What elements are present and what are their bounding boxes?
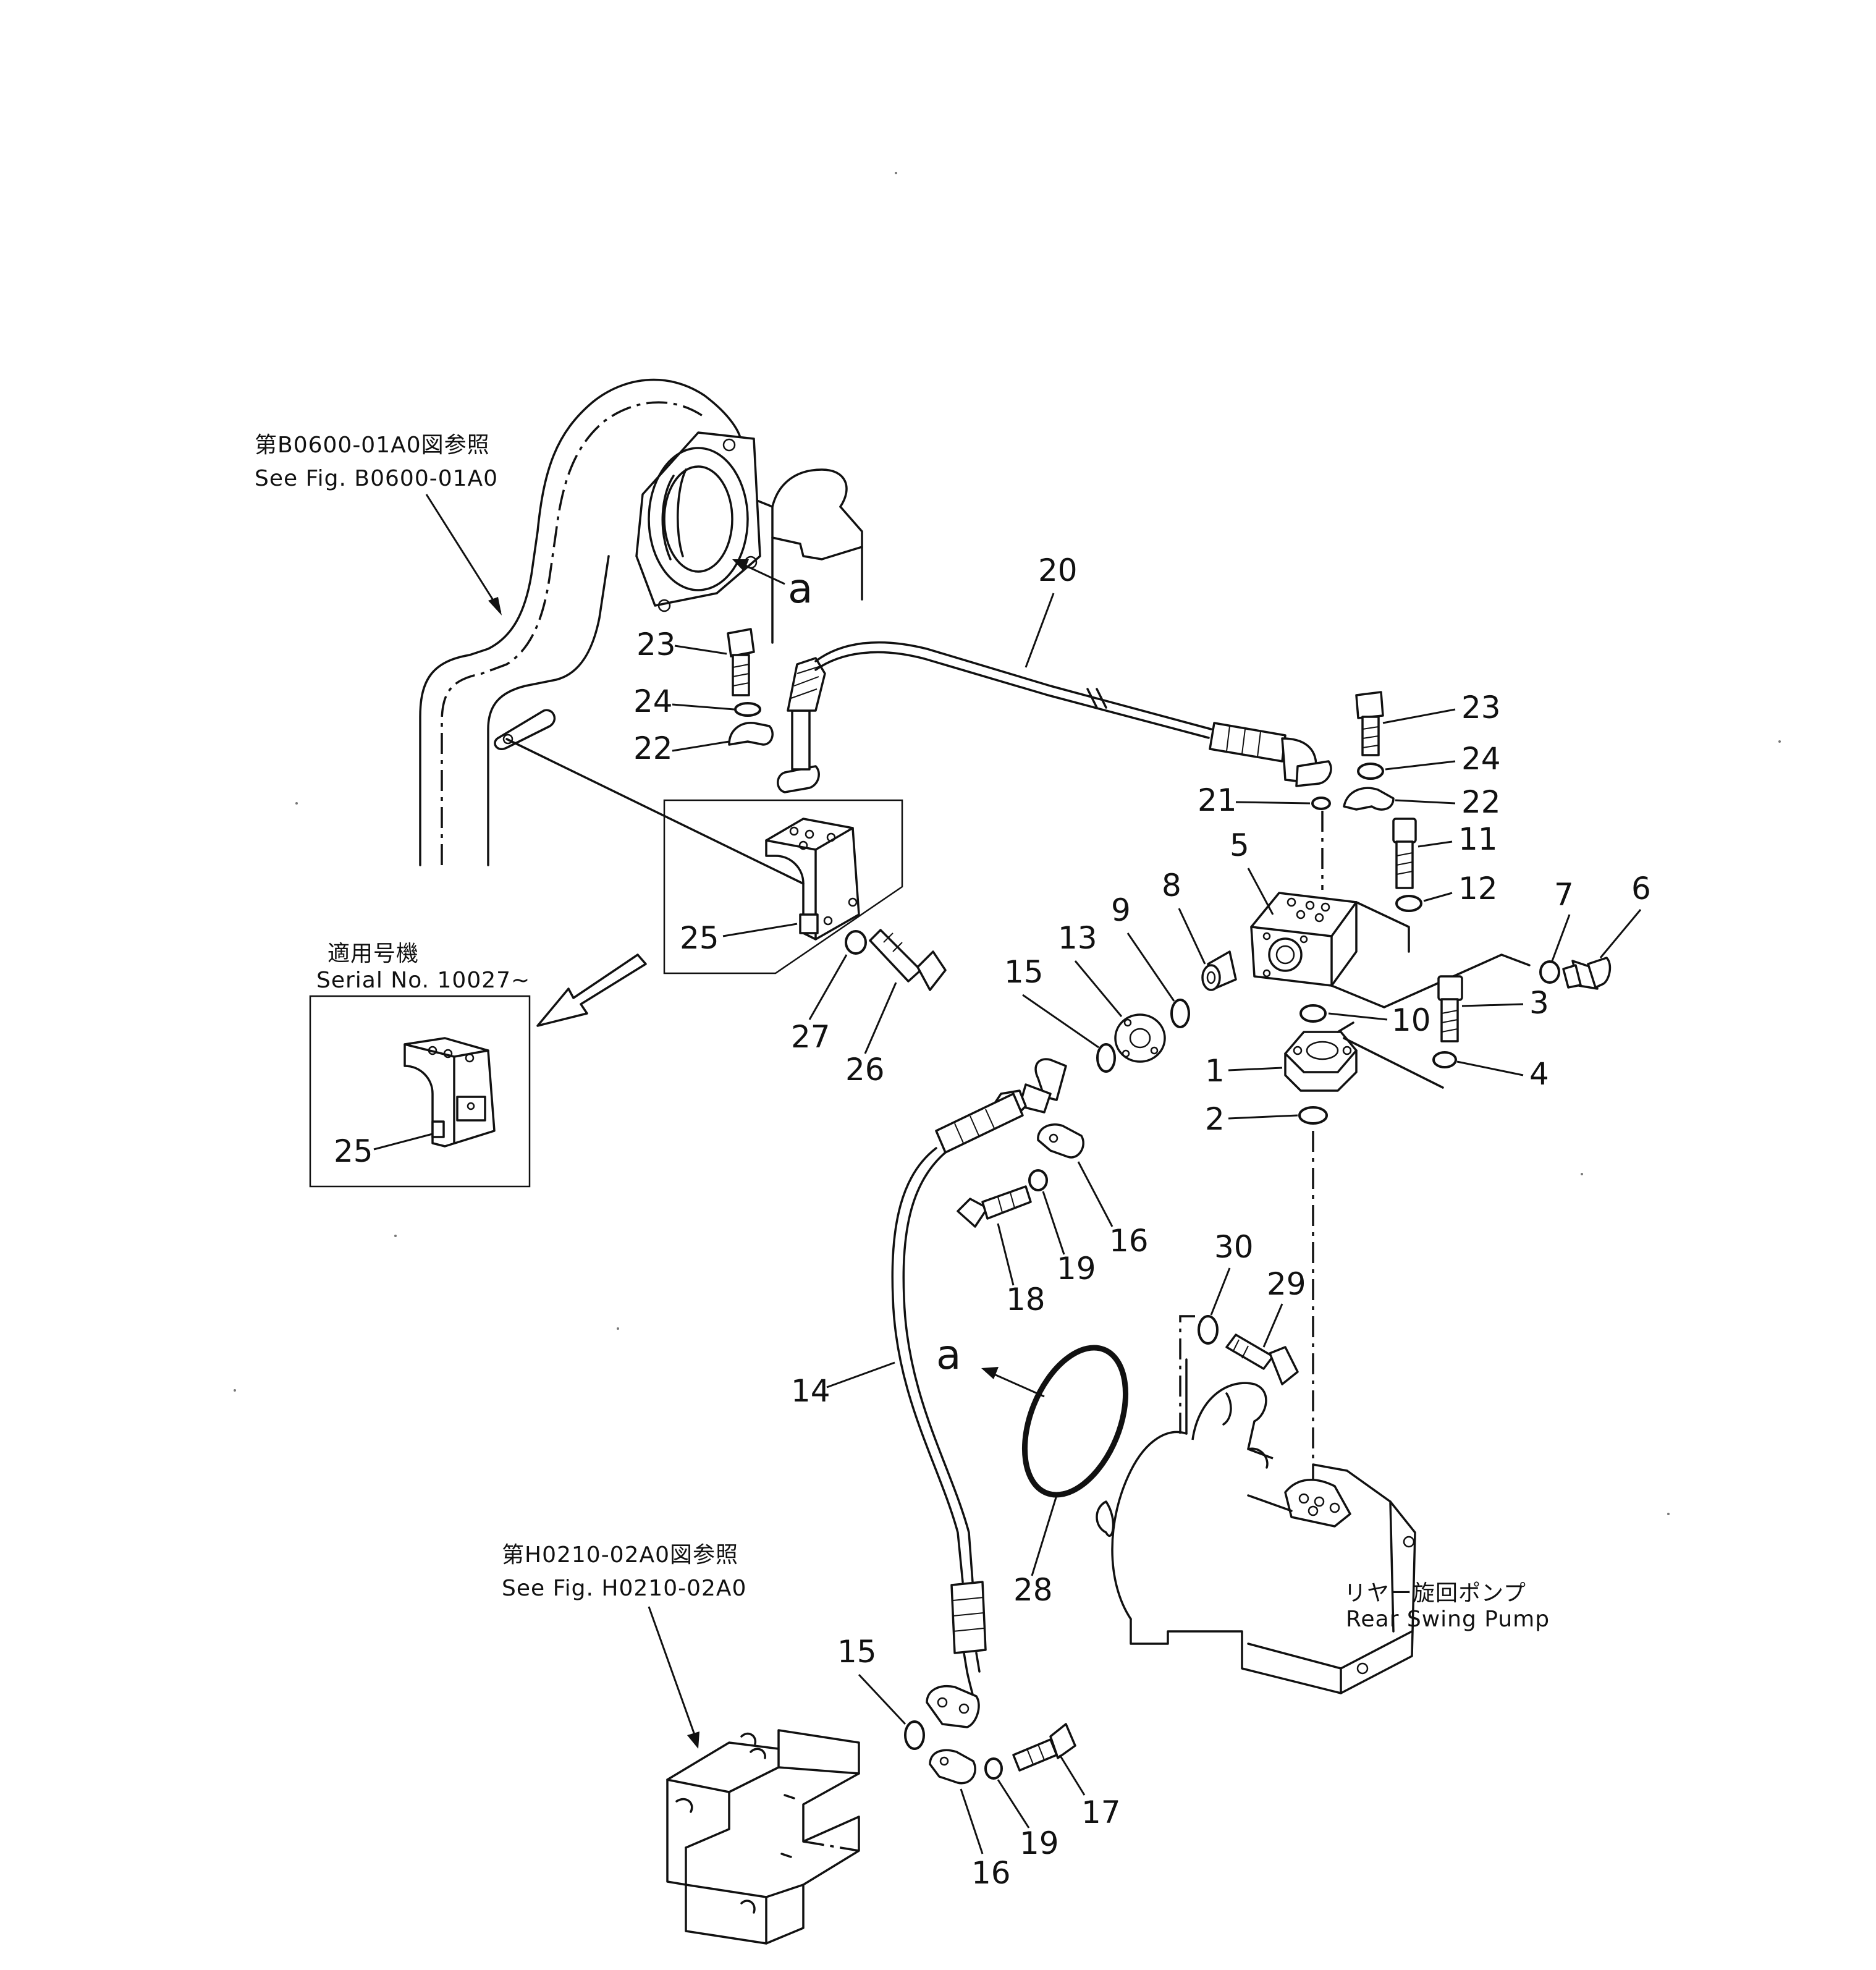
- label-9: 9: [1111, 892, 1131, 928]
- label-19-lower: 19: [1020, 1825, 1059, 1861]
- label-22-right: 22: [1461, 784, 1501, 820]
- hose-14: [891, 1058, 1067, 1728]
- oring-2: [1298, 1106, 1328, 1125]
- washer-24-left: [734, 702, 761, 717]
- pump-label-en: Rear Swing Pump: [1346, 1607, 1550, 1632]
- engine-housing: [419, 378, 863, 866]
- clamp-16-lower: [929, 1749, 976, 1785]
- label-16-upper: 16: [1109, 1223, 1149, 1259]
- ref-bottom-en: See Fig. H0210-02A0: [502, 1576, 746, 1601]
- label-22-left: 22: [633, 730, 673, 766]
- ref-bottom-arrow: [687, 1731, 699, 1749]
- washer-19-lower: [984, 1757, 1003, 1780]
- label-24-right: 24: [1461, 741, 1501, 777]
- connector-8: [1201, 950, 1237, 991]
- flange-1: [1284, 1021, 1444, 1092]
- bracket-inset: [404, 1037, 496, 1148]
- valve-block: [666, 1729, 860, 1945]
- label-1: 1: [1205, 1053, 1225, 1089]
- oring-10: [1299, 1004, 1327, 1023]
- flange-13: [1114, 1013, 1166, 1063]
- ref-top-jp: 第B0600-01A0図参照: [255, 433, 490, 458]
- bolt-23-left: [727, 628, 755, 696]
- washer-27: [845, 930, 867, 955]
- oring-15-upper: [1096, 1043, 1116, 1073]
- serial-en: Serial No. 10027~: [316, 968, 530, 993]
- label-25-inset: 25: [334, 1133, 373, 1169]
- bolt-23-right: [1355, 691, 1384, 756]
- label-19-upper: 19: [1057, 1251, 1096, 1287]
- label-24-left: 24: [633, 683, 673, 719]
- clamp-22-right: [1343, 787, 1395, 811]
- label-26: 26: [845, 1052, 885, 1088]
- label-8: 8: [1162, 868, 1181, 903]
- bolt-26: [869, 929, 947, 991]
- bracket-box-main: [505, 738, 903, 974]
- label-13: 13: [1058, 920, 1097, 956]
- oring-7: [1539, 960, 1560, 984]
- label-14: 14: [791, 1373, 830, 1409]
- label-4: 4: [1529, 1056, 1549, 1092]
- bolt-11: [1392, 818, 1417, 889]
- bolt-3: [1437, 975, 1463, 1042]
- rear-swing-pump: [1096, 1315, 1416, 1694]
- label-29: 29: [1267, 1266, 1306, 1302]
- ref-top-arrow: [488, 597, 502, 615]
- ref-bottom-leader: [648, 1606, 696, 1737]
- label-23-right: 23: [1461, 690, 1501, 725]
- label-2: 2: [1205, 1101, 1225, 1137]
- clamp-16-upper: [1037, 1123, 1084, 1159]
- label-11: 11: [1458, 821, 1498, 857]
- oring-21: [1311, 797, 1331, 810]
- oring-28: [1021, 1345, 1129, 1498]
- washer-4: [1432, 1051, 1457, 1068]
- serial-jp: 適用号機: [327, 941, 419, 966]
- label-5: 5: [1230, 827, 1249, 863]
- mark-a-upper-arrow: [732, 559, 749, 572]
- label-27: 27: [791, 1019, 830, 1055]
- bolt-17: [1012, 1723, 1076, 1772]
- label-21: 21: [1198, 782, 1237, 818]
- label-7: 7: [1554, 877, 1574, 913]
- block-5: [1250, 892, 1531, 1008]
- scan-specks: [234, 172, 1781, 1515]
- washer-24-right: [1357, 763, 1384, 780]
- oring-9: [1170, 999, 1190, 1028]
- mark-a-upper: a: [788, 565, 813, 612]
- bolt-18: [957, 1185, 1032, 1228]
- clamp-22-left: [728, 722, 774, 746]
- label-6: 6: [1631, 871, 1651, 907]
- bolt-29: [1225, 1334, 1299, 1385]
- label-16-lower: 16: [971, 1855, 1011, 1891]
- mark-a-lower: a: [936, 1331, 961, 1379]
- oring-15-lower: [904, 1720, 925, 1750]
- ref-bottom-jp: 第H0210-02A0図参照: [502, 1542, 738, 1568]
- label-15-upper: 15: [1004, 954, 1044, 990]
- label-15-lower: 15: [837, 1634, 877, 1670]
- washer-12: [1395, 895, 1422, 912]
- label-18: 18: [1006, 1282, 1046, 1317]
- label-28: 28: [1013, 1572, 1053, 1608]
- washer-30: [1198, 1315, 1219, 1345]
- serial-inset-box: [309, 995, 531, 1188]
- label-30: 30: [1214, 1229, 1254, 1265]
- label-25-main: 25: [680, 920, 719, 956]
- ref-top-leader: [425, 494, 502, 612]
- label-23-left: 23: [636, 627, 676, 662]
- label-10: 10: [1392, 1002, 1431, 1038]
- washer-19-upper: [1028, 1169, 1048, 1191]
- label-3: 3: [1529, 985, 1549, 1021]
- pump-label-jp: リヤー旋回ポンプ: [1344, 1581, 1526, 1606]
- inset-arrow: [536, 953, 647, 1027]
- ref-top-en: See Fig. B0600-01A0: [255, 466, 498, 491]
- hose-20: [777, 641, 1332, 793]
- label-17: 17: [1081, 1795, 1121, 1830]
- plug-6: [1562, 957, 1612, 990]
- label-20: 20: [1038, 552, 1078, 588]
- label-12: 12: [1458, 871, 1498, 907]
